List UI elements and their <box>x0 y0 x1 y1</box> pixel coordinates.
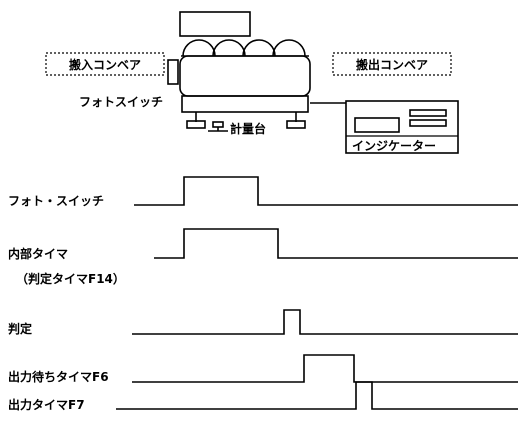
signal-label-judgment: 判定 <box>8 321 32 336</box>
signal-label-photo-switch: フォト・スイッチ <box>8 194 104 208</box>
indicator-display <box>354 117 400 133</box>
signal-trace-internal-timer <box>154 228 518 259</box>
indicator-button-bottom <box>409 119 447 127</box>
signal-trace-judgment <box>132 309 518 335</box>
conveyor-rollers <box>181 39 309 57</box>
infeed-conveyor-box <box>45 52 165 76</box>
signal-trace-output-wait-timer <box>132 354 518 383</box>
weighing-platform <box>181 95 309 113</box>
photo-switch-label: フォトスイッチ <box>79 95 163 109</box>
conveyor-body <box>179 55 311 97</box>
signal-label-output-timer: 出力タイマF7 <box>8 397 85 412</box>
signal-trace-photo-switch <box>134 176 518 206</box>
infeed-conveyor-label: 搬入コンベア <box>69 57 141 72</box>
weighing-table-label: 計量台 <box>230 121 266 136</box>
outfeed-conveyor-box <box>332 52 452 76</box>
indicator-device <box>345 100 459 154</box>
photo-switch-sensor <box>167 59 179 85</box>
signal-sublabel-judgment-timer: （判定タイマF14） <box>16 271 125 286</box>
signal-label-internal-timer: 内部タイマ <box>8 246 68 261</box>
feet <box>186 112 306 132</box>
indicator-label: インジケーター <box>352 139 436 153</box>
indicator-button-top <box>409 109 447 117</box>
product-box <box>179 11 251 37</box>
signal-trace-output-timer <box>116 381 518 410</box>
timing-chart: フォト・スイッチ 内部タイマ （判定タイマF14） 判定 出力待ちタイマF6 出… <box>8 176 518 412</box>
signal-label-output-wait-timer: 出力待ちタイマF6 <box>8 369 109 384</box>
outfeed-conveyor-label: 搬出コンベア <box>356 57 428 72</box>
apparatus-illustration: 搬入コンベア 搬出コンベア フォトスイッチ 計量台 インジケーター <box>45 11 459 154</box>
